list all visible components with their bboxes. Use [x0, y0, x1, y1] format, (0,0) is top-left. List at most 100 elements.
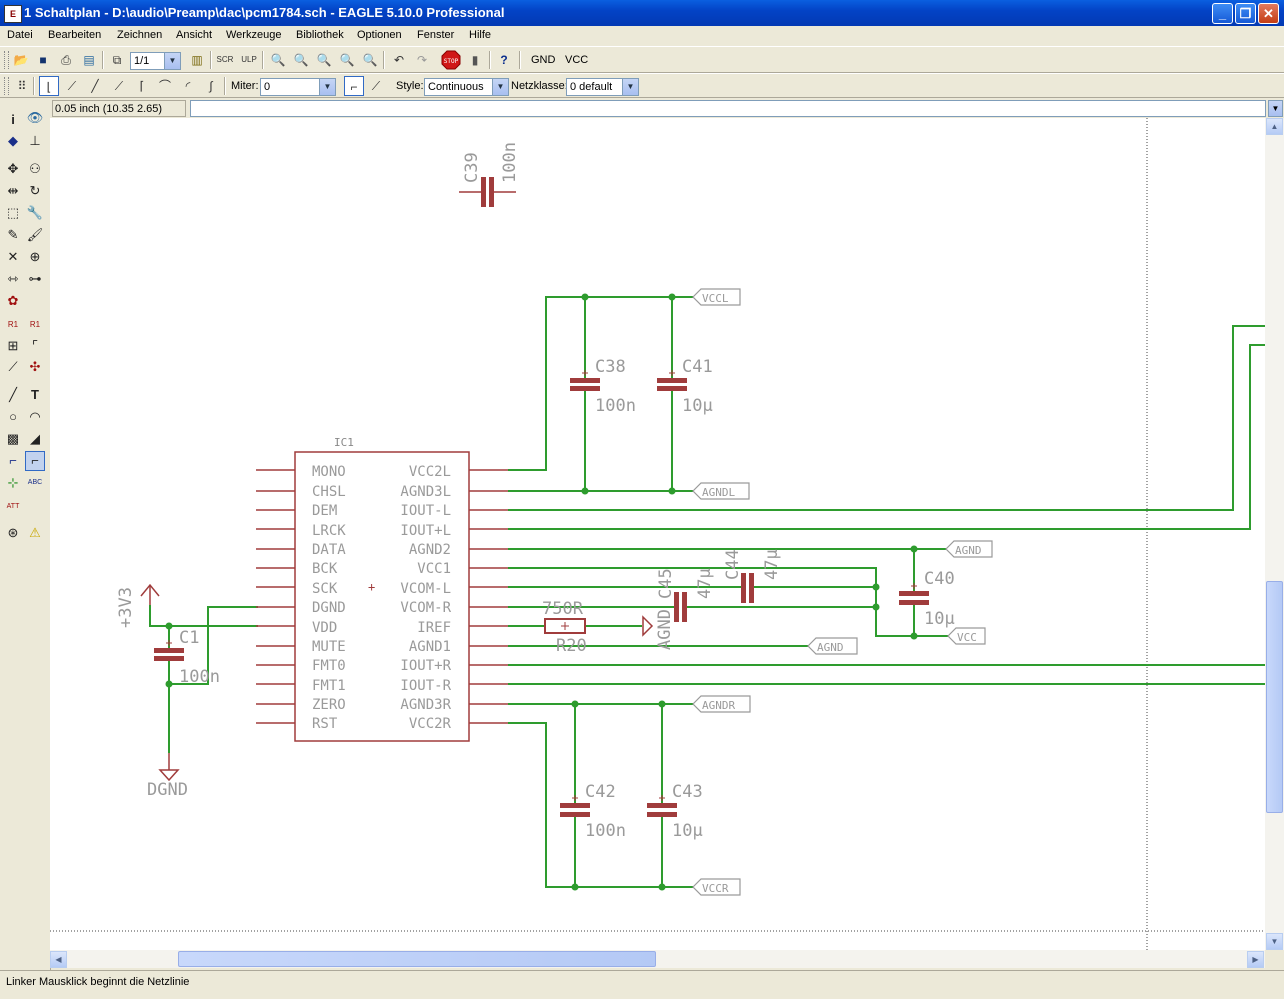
paste-icon[interactable]: 🖌 — [26, 227, 44, 242]
chevron-down-icon[interactable]: ▼ — [164, 53, 180, 69]
add-icon[interactable]: ⊕ — [29, 249, 41, 264]
command-input[interactable] — [190, 100, 1266, 117]
cut-icon[interactable]: ✎ — [7, 227, 19, 242]
scroll-right-arrow[interactable]: ▶ — [1247, 951, 1264, 968]
miter-select[interactable]: 0 ▼ — [260, 78, 336, 96]
c39-symbol[interactable] — [481, 177, 486, 207]
invoke-icon[interactable]: ✣ — [29, 359, 41, 374]
errors-icon[interactable]: ⚠ — [29, 525, 41, 540]
scroll-up-arrow[interactable]: ▲ — [1266, 118, 1283, 135]
bus-icon[interactable]: ⌐ — [9, 453, 17, 468]
scroll-left-arrow[interactable]: ◀ — [50, 951, 67, 968]
rotate-icon[interactable]: ↻ — [29, 183, 41, 198]
junction-icon[interactable]: ⊹ — [7, 475, 19, 490]
sheet-select[interactable]: 1/1 ▼ — [130, 52, 181, 70]
arc-icon[interactable]: ◠ — [29, 409, 41, 424]
miter-straight-icon[interactable]: ⟋ — [371, 79, 381, 93]
eagle-app-icon[interactable]: E — [4, 5, 22, 23]
bend-arc-icon[interactable]: ⌒ — [158, 79, 171, 93]
bend-straight-icon[interactable]: ╱ — [91, 79, 99, 93]
zoom-fit-icon[interactable]: 🔍 — [270, 53, 286, 67]
menu-ansicht[interactable]: Ansicht — [176, 29, 213, 41]
bend-arc2-icon[interactable]: ◜ — [185, 79, 191, 93]
vccl-flag[interactable] — [692, 288, 741, 306]
c42-symbol[interactable] — [560, 803, 590, 808]
display-layers-icon[interactable]: ◆ — [8, 133, 18, 148]
menu-bibliothek[interactable]: Bibliothek — [296, 29, 344, 41]
horizontal-scroll-thumb[interactable] — [178, 951, 656, 967]
agnd-flag-top[interactable] — [945, 540, 993, 558]
bend-90-icon[interactable]: ⌊ — [39, 76, 59, 96]
move-icon[interactable]: ✥ — [7, 161, 19, 176]
c43-symbol[interactable] — [647, 803, 677, 808]
group-icon[interactable]: ⬚ — [6, 205, 20, 220]
toolbar-grip[interactable] — [4, 77, 9, 95]
restore-button[interactable]: ❐ — [1235, 3, 1256, 24]
vccr-flag[interactable] — [692, 878, 741, 896]
bend-45b-icon[interactable]: ⟋ — [114, 79, 124, 93]
copy-icon[interactable]: ⚇ — [29, 161, 41, 176]
circle-icon[interactable]: ○ — [9, 409, 17, 424]
menu-fenster[interactable]: Fenster — [417, 29, 455, 41]
zoom-select-icon[interactable]: 🔍 — [362, 53, 378, 67]
bend-free-icon[interactable]: ∫ — [209, 79, 213, 93]
grid-icon[interactable]: ⠿ — [17, 79, 27, 93]
redraw-icon[interactable]: 🔍 — [339, 53, 355, 67]
menu-werkzeuge[interactable]: Werkzeuge — [226, 29, 282, 41]
minimize-button[interactable]: _ — [1212, 3, 1233, 24]
show-icon[interactable]: 👁 — [26, 110, 44, 125]
bend-90b-icon[interactable]: ⌈ — [139, 79, 145, 93]
c38-symbol[interactable] — [570, 378, 600, 383]
save-icon[interactable]: ■ — [39, 53, 47, 67]
chevron-down-icon[interactable]: ▼ — [492, 79, 508, 95]
delete-icon[interactable]: ✕ — [7, 249, 19, 264]
c41-symbol[interactable] — [657, 378, 687, 383]
wire-icon[interactable]: ╱ — [9, 387, 17, 402]
toolbar-grip[interactable] — [4, 51, 9, 69]
undo-icon[interactable]: ↶ — [393, 53, 405, 67]
smash-icon[interactable]: ⊞ — [7, 338, 19, 353]
net-icon[interactable]: ⌐ — [25, 451, 45, 471]
close-button[interactable]: ✕ — [1258, 3, 1279, 24]
polygon-icon[interactable]: ◢ — [30, 431, 40, 446]
agndr-flag[interactable] — [692, 695, 751, 713]
split-icon[interactable]: ⟋ — [8, 359, 18, 374]
text-icon[interactable]: T — [31, 387, 39, 402]
change-icon[interactable]: 🔧 — [26, 205, 44, 220]
redo-icon[interactable]: ↷ — [416, 53, 428, 67]
plus3v3-supply-symbol[interactable] — [140, 583, 160, 605]
menu-bearbeiten[interactable]: Bearbeiten — [48, 29, 102, 41]
info-icon[interactable]: i — [11, 112, 15, 127]
chevron-down-icon[interactable]: ▼ — [319, 79, 335, 95]
menu-optionen[interactable]: Optionen — [357, 29, 402, 41]
style-select[interactable]: Continuous ▼ — [424, 78, 509, 96]
go-icon[interactable]: ▮ — [471, 53, 479, 67]
ulp-icon[interactable]: ULP — [241, 55, 257, 64]
menu-datei[interactable]: Datei — [7, 29, 33, 41]
mark-icon[interactable]: ⊥ — [29, 133, 41, 148]
zoom-in-icon[interactable]: 🔍 — [293, 53, 309, 67]
stop-button[interactable]: STOP — [441, 50, 461, 70]
r20-symbol[interactable] — [544, 618, 586, 634]
c40-symbol[interactable] — [899, 591, 929, 596]
sheet-icon[interactable]: ⧉ — [112, 53, 122, 67]
horizontal-scrollbar[interactable]: ◀ ▶ — [50, 950, 1265, 968]
label-icon[interactable]: ABC — [27, 479, 43, 486]
menu-hilfe[interactable]: Hilfe — [469, 29, 492, 41]
gateswap-icon[interactable]: ⊶ — [28, 271, 42, 286]
agndl-flag[interactable] — [692, 482, 750, 500]
open-icon[interactable]: 📂 — [13, 53, 29, 67]
value-icon[interactable]: R1 — [29, 320, 41, 329]
script-icon[interactable]: SCR — [216, 55, 234, 64]
menu-zeichnen[interactable]: Zeichnen — [117, 29, 163, 41]
erc-icon[interactable]: ⊛ — [7, 525, 19, 540]
ic1-symbol[interactable]: IC1 + MONO CHSL DEM LRCK DATA BCK SCK DG… — [256, 436, 508, 742]
agnd-supply-symbol[interactable] — [642, 615, 654, 637]
chevron-down-icon[interactable]: ▼ — [1268, 100, 1283, 117]
gnd-button[interactable]: GND — [531, 54, 556, 66]
schematic-canvas[interactable]: IC1 + MONO CHSL DEM LRCK DATA BCK SCK DG… — [50, 118, 1265, 950]
miter-round-icon[interactable]: ⌐ — [344, 76, 364, 96]
c1-symbol[interactable] — [154, 648, 184, 653]
print-icon[interactable]: ⎙ — [61, 53, 71, 67]
mirror-icon[interactable]: ⇹ — [7, 183, 19, 198]
